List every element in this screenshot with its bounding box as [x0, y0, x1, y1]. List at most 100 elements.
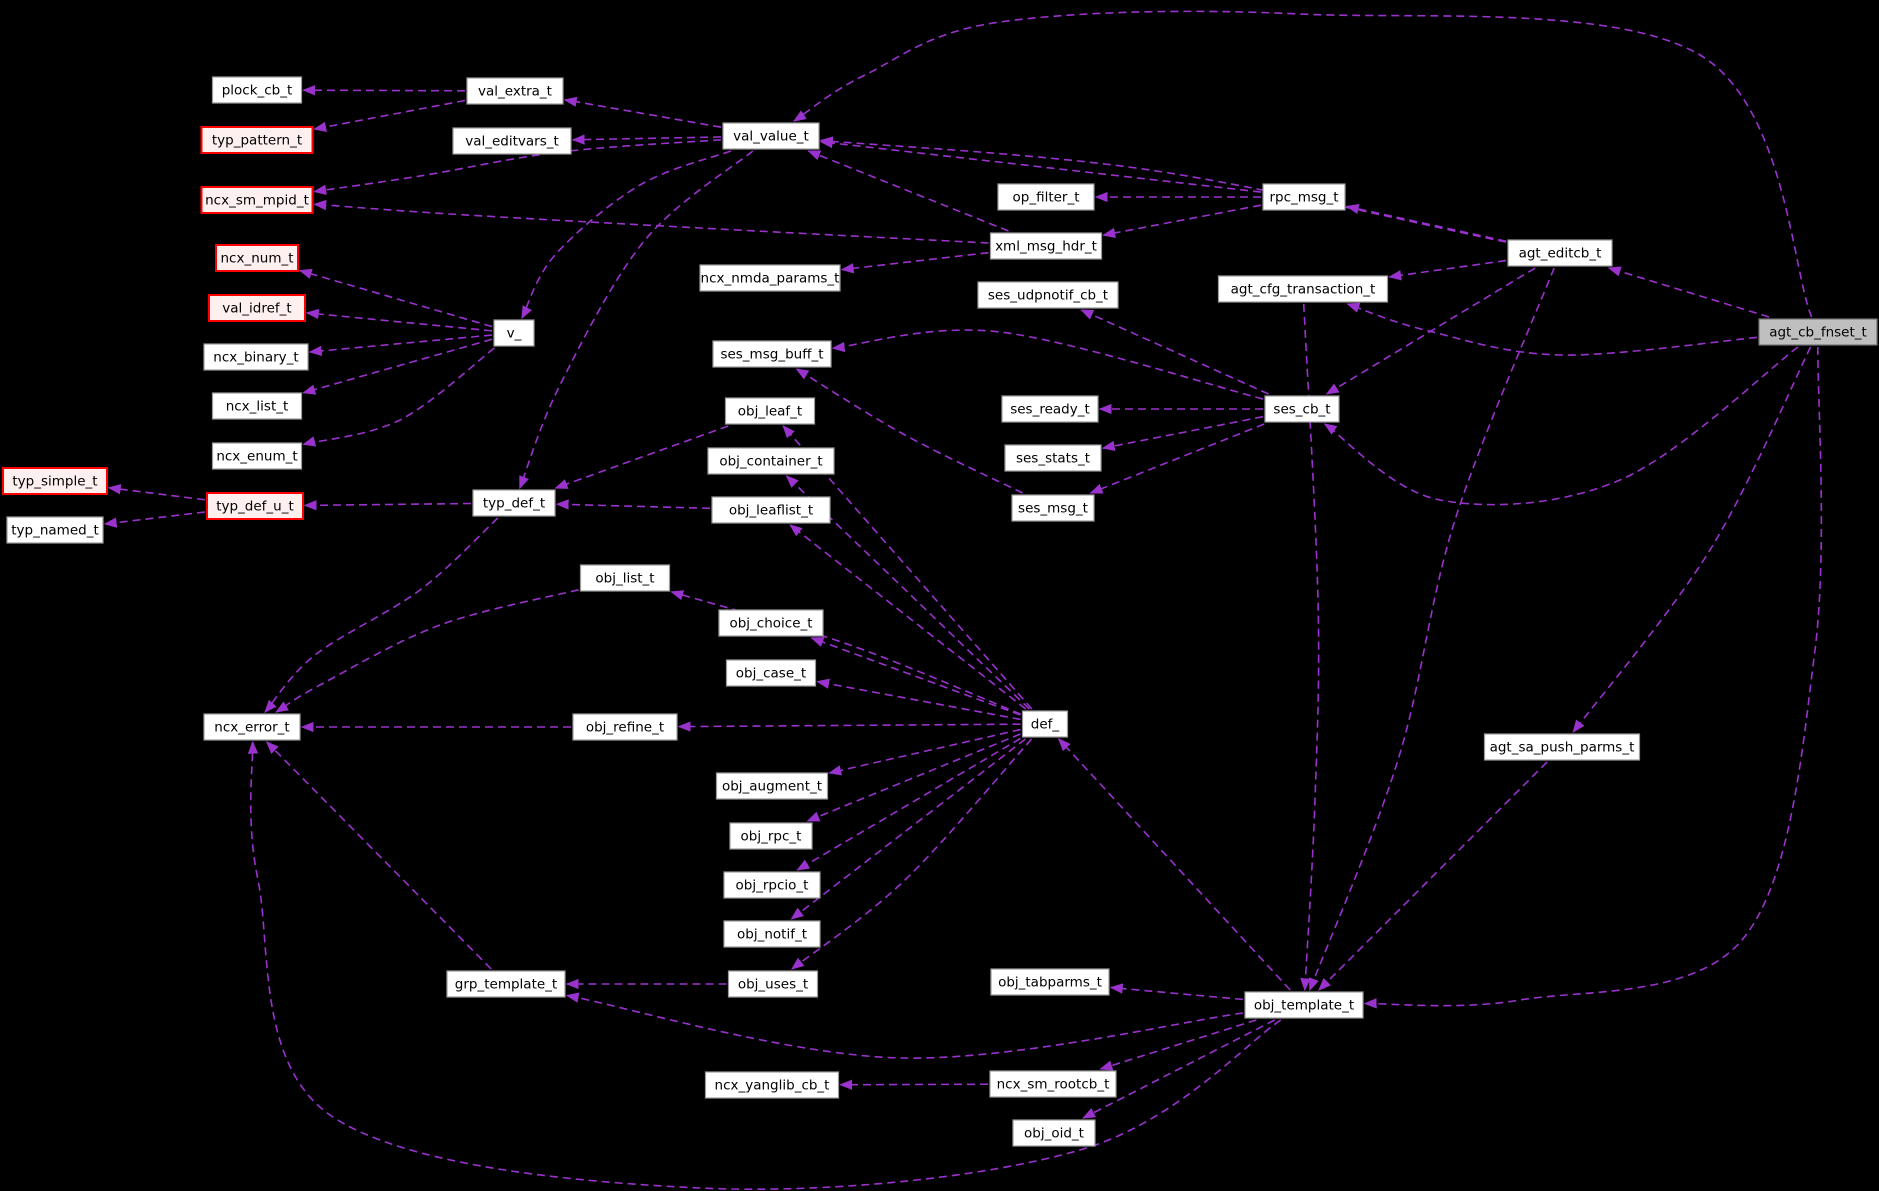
- node-ncx_nmda_params_t[interactable]: ncx_nmda_params_t: [699, 264, 841, 292]
- node-typ_named_t[interactable]: typ_named_t: [6, 516, 104, 544]
- node-val_extra_t[interactable]: val_extra_t: [466, 77, 564, 105]
- node-obj_augment_t[interactable]: obj_augment_t: [715, 772, 829, 800]
- node-ncx_sm_rootcb_t[interactable]: ncx_sm_rootcb_t: [989, 1070, 1117, 1098]
- node-box[interactable]: [1012, 1119, 1096, 1147]
- node-box[interactable]: [452, 127, 572, 155]
- node-ses_udpnotif_cb_t[interactable]: ses_udpnotif_cb_t: [977, 281, 1119, 309]
- node-box[interactable]: [718, 609, 824, 637]
- node-box[interactable]: [203, 343, 309, 371]
- node-box[interactable]: [722, 122, 820, 150]
- node-agt_sa_push_parms_t[interactable]: agt_sa_push_parms_t: [1483, 733, 1641, 761]
- node-box[interactable]: [466, 77, 564, 105]
- node-box[interactable]: [200, 186, 314, 214]
- node-obj_list_t[interactable]: obj_list_t: [579, 564, 671, 592]
- node-plock_cb_t[interactable]: plock_cb_t: [211, 76, 303, 104]
- node-box[interactable]: [699, 264, 841, 292]
- node-ses_msg_buff_t[interactable]: ses_msg_buff_t: [712, 340, 832, 368]
- node-box[interactable]: [579, 564, 671, 592]
- node-typ_def_u_t[interactable]: typ_def_u_t: [206, 492, 304, 520]
- node-obj_case_t[interactable]: obj_case_t: [725, 659, 817, 687]
- node-box[interactable]: [203, 713, 301, 741]
- node-xml_msg_hdr_t[interactable]: xml_msg_hdr_t: [989, 232, 1103, 260]
- node-box[interactable]: [1244, 991, 1364, 1019]
- node-ses_msg_t[interactable]: ses_msg_t: [1011, 494, 1095, 522]
- node-box[interactable]: [712, 340, 832, 368]
- node-box[interactable]: [6, 516, 104, 544]
- node-box[interactable]: [1011, 494, 1095, 522]
- node-ncx_yanglib_cb_t[interactable]: ncx_yanglib_cb_t: [704, 1071, 840, 1099]
- node-box[interactable]: [1262, 183, 1346, 211]
- node-obj_rpcio_t[interactable]: obj_rpcio_t: [723, 871, 821, 899]
- node-obj_container_t[interactable]: obj_container_t: [707, 447, 835, 475]
- node-typ_def_t[interactable]: typ_def_t: [472, 489, 556, 517]
- node-ses_stats_t[interactable]: ses_stats_t: [1004, 444, 1102, 472]
- node-box[interactable]: [472, 489, 556, 517]
- node-ncx_error_t[interactable]: ncx_error_t: [203, 713, 301, 741]
- node-box[interactable]: [724, 397, 816, 425]
- node-box[interactable]: [211, 442, 303, 470]
- node-op_filter_t[interactable]: op_filter_t: [997, 183, 1095, 211]
- node-box[interactable]: [997, 183, 1095, 211]
- node-ncx_list_t[interactable]: ncx_list_t: [211, 392, 303, 420]
- node-box[interactable]: [1217, 275, 1389, 303]
- node-box[interactable]: [493, 319, 535, 347]
- node-def_[interactable]: def_: [1021, 710, 1069, 738]
- node-obj_choice_t[interactable]: obj_choice_t: [718, 609, 824, 637]
- node-agt_editcb_t[interactable]: agt_editcb_t: [1507, 239, 1613, 267]
- node-typ_simple_t[interactable]: typ_simple_t: [2, 467, 108, 495]
- node-box[interactable]: [206, 492, 304, 520]
- node-obj_leaflist_t[interactable]: obj_leaflist_t: [711, 496, 831, 524]
- node-box[interactable]: [1758, 318, 1878, 346]
- node-typ_pattern_t[interactable]: typ_pattern_t: [200, 126, 314, 154]
- node-box[interactable]: [1021, 710, 1069, 738]
- node-agt_cfg_transaction_t[interactable]: agt_cfg_transaction_t: [1217, 275, 1389, 303]
- node-box[interactable]: [977, 281, 1119, 309]
- node-box[interactable]: [727, 970, 819, 998]
- node-obj_refine_t[interactable]: obj_refine_t: [572, 713, 678, 741]
- node-grp_template_t[interactable]: grp_template_t: [446, 970, 566, 998]
- node-box[interactable]: [446, 970, 566, 998]
- node-box[interactable]: [989, 1070, 1117, 1098]
- node-obj_oid_t[interactable]: obj_oid_t: [1012, 1119, 1096, 1147]
- node-val_idref_t[interactable]: val_idref_t: [208, 294, 306, 322]
- node-obj_template_t[interactable]: obj_template_t: [1244, 991, 1364, 1019]
- node-ncx_binary_t[interactable]: ncx_binary_t: [203, 343, 309, 371]
- node-rpc_msg_t[interactable]: rpc_msg_t: [1262, 183, 1346, 211]
- node-obj_tabparms_t[interactable]: obj_tabparms_t: [990, 968, 1110, 996]
- node-box[interactable]: [723, 920, 821, 948]
- node-ses_ready_t[interactable]: ses_ready_t: [1001, 395, 1099, 423]
- node-ncx_sm_mpid_t[interactable]: ncx_sm_mpid_t: [200, 186, 314, 214]
- node-box[interactable]: [572, 713, 678, 741]
- node-box[interactable]: [990, 968, 1110, 996]
- node-box[interactable]: [208, 294, 306, 322]
- node-box[interactable]: [707, 447, 835, 475]
- node-ses_cb_t[interactable]: ses_cb_t: [1264, 395, 1340, 423]
- node-val_value_t[interactable]: val_value_t: [722, 122, 820, 150]
- node-obj_uses_t[interactable]: obj_uses_t: [727, 970, 819, 998]
- node-box[interactable]: [211, 392, 303, 420]
- node-box[interactable]: [200, 126, 314, 154]
- node-box[interactable]: [725, 659, 817, 687]
- node-box[interactable]: [1483, 733, 1641, 761]
- node-v_[interactable]: v_: [493, 319, 535, 347]
- node-box[interactable]: [2, 467, 108, 495]
- node-box[interactable]: [1004, 444, 1102, 472]
- node-box[interactable]: [1001, 395, 1099, 423]
- node-obj_rpc_t[interactable]: obj_rpc_t: [729, 822, 813, 850]
- node-box[interactable]: [1507, 239, 1613, 267]
- node-box[interactable]: [723, 871, 821, 899]
- node-box[interactable]: [704, 1071, 840, 1099]
- node-box[interactable]: [1264, 395, 1340, 423]
- node-obj_notif_t[interactable]: obj_notif_t: [723, 920, 821, 948]
- node-obj_leaf_t[interactable]: obj_leaf_t: [724, 397, 816, 425]
- node-box[interactable]: [989, 232, 1103, 260]
- node-box[interactable]: [711, 496, 831, 524]
- node-val_editvars_t[interactable]: val_editvars_t: [452, 127, 572, 155]
- node-box[interactable]: [729, 822, 813, 850]
- node-ncx_num_t[interactable]: ncx_num_t: [215, 244, 299, 272]
- node-box[interactable]: [211, 76, 303, 104]
- node-box[interactable]: [215, 244, 299, 272]
- node-ncx_enum_t[interactable]: ncx_enum_t: [211, 442, 303, 470]
- node-box[interactable]: [715, 772, 829, 800]
- node-agt_cb_fnset_t[interactable]: agt_cb_fnset_t: [1758, 318, 1878, 346]
